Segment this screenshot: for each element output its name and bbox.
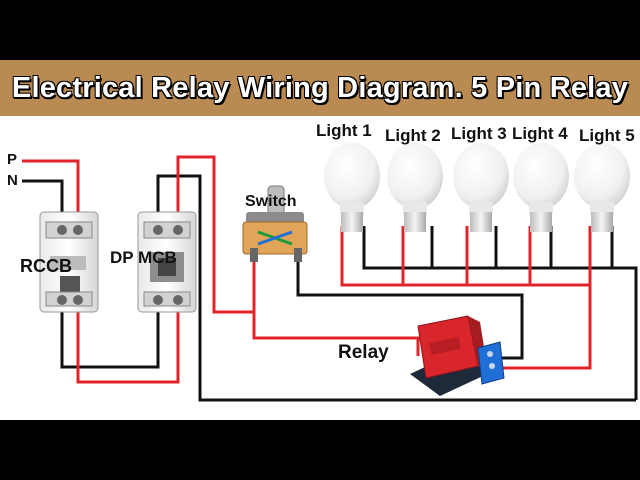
diagram-title: Electrical Relay Wiring Diagram. 5 Pin R… [11,71,629,104]
lights-common-wire [362,226,614,270]
light-label-2: Light 2 [385,126,441,145]
mcb-to-switch-wire [176,155,256,314]
rccb-to-mcb-phase-wire [76,300,180,384]
toggle-switch-device[interactable] [242,185,308,262]
rccb-label: RCCB [20,256,72,276]
relay-module [410,315,505,396]
light-label-1: Light 1 [316,121,372,140]
switch-to-relay-coil-wire [296,260,524,360]
switch-label: Switch [245,193,297,210]
phase-label: P [7,151,18,168]
light-label-5: Light 5 [579,126,635,145]
bulb-4 [513,143,569,232]
rccb-to-mcb-neutral-wire [60,300,160,369]
bulb-2 [387,143,443,232]
dp-mcb-device [137,211,197,313]
neutral-input-wire [22,179,64,226]
relay-output-wire [494,285,592,370]
light-return-to-neutral [612,266,638,400]
bulb-3 [453,143,509,232]
phase-input-wire [22,159,80,226]
relay-feed-wire [252,312,420,356]
bulb-1 [324,143,380,232]
light-label-4: Light 4 [512,124,568,143]
neutral-label: N [7,172,18,189]
rccb-device [39,211,99,313]
mcb-label: DP MCB [110,248,177,267]
relay-label: Relay [338,342,389,363]
title-banner: Electrical Relay Wiring Diagram. 5 Pin R… [0,60,640,116]
light-label-3: Light 3 [451,124,507,143]
phase-wires [22,155,592,384]
neutral-wires [22,174,638,402]
mcb-neutral-return-wire [156,174,636,402]
bulb-5 [574,143,630,232]
